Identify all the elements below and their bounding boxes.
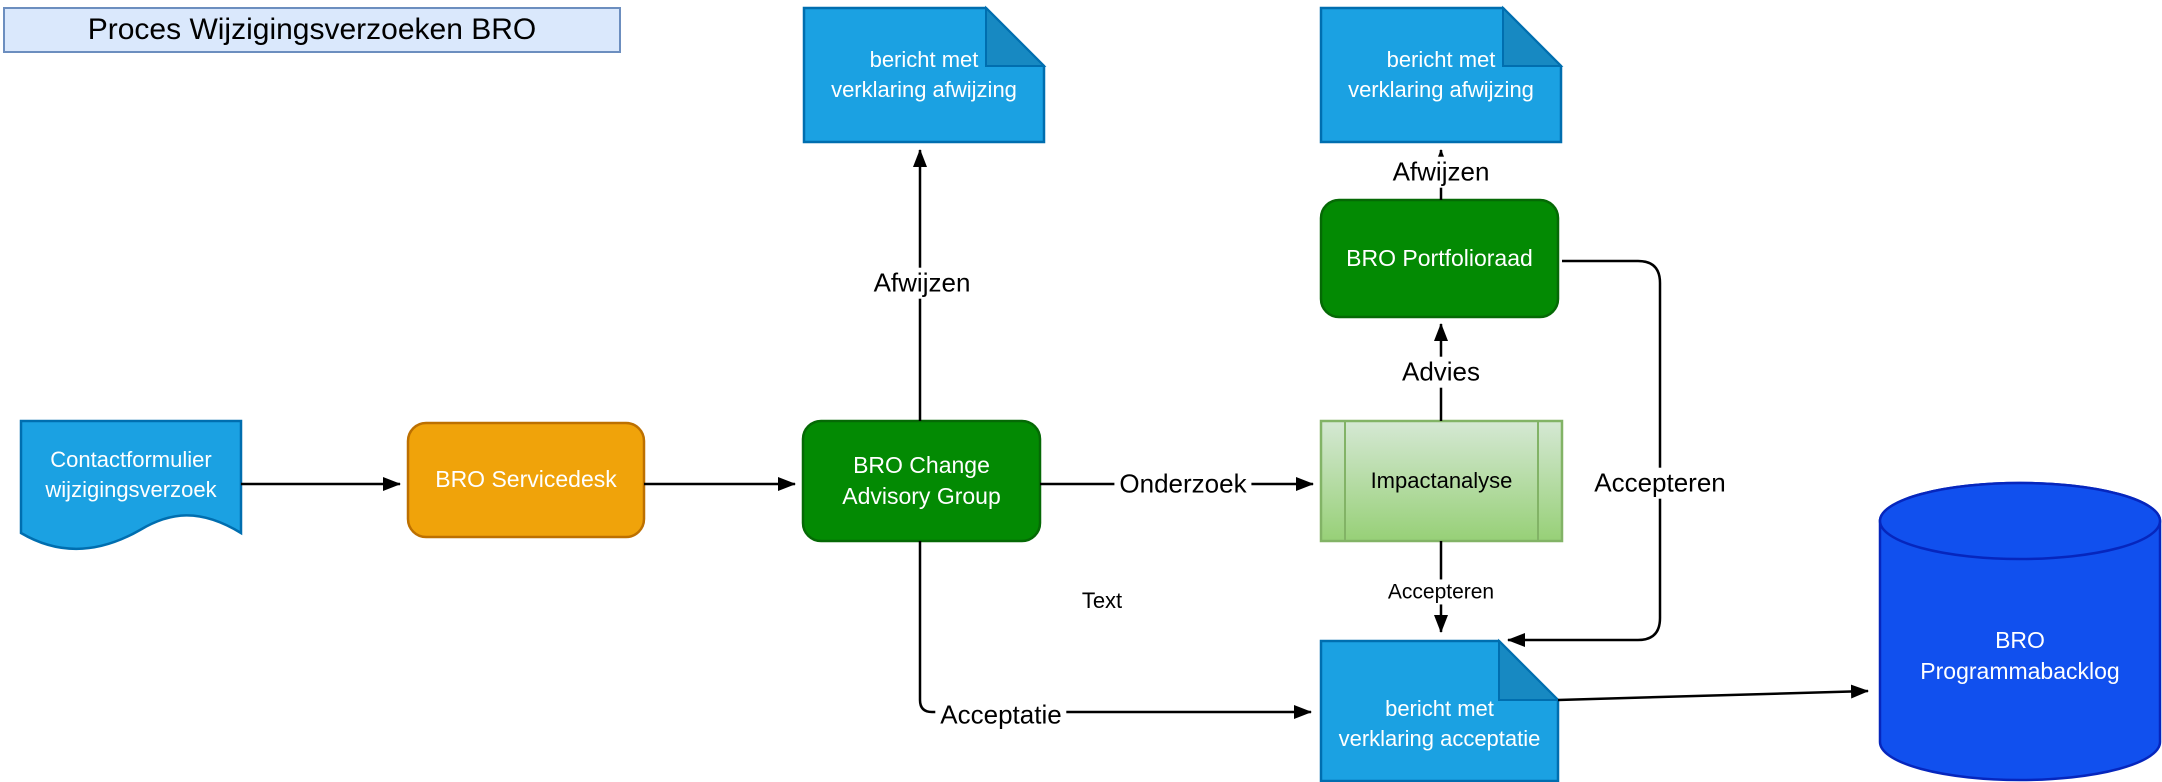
servicedesk-shape — [406, 421, 646, 539]
doc-afwijzing-portfolioraad-shape — [1319, 6, 1563, 144]
edge-cag-acceptatie-to-doc — [918, 541, 1312, 719]
change-advisory-group-shape — [801, 419, 1042, 543]
contact-document-shape — [19, 419, 243, 550]
edge-portfolioraad-accepteren-to-doc — [1507, 259, 1662, 647]
doc-afwijzing-cag-shape — [802, 6, 1046, 144]
programmabacklog-cylinder-top — [1878, 481, 2162, 561]
doc-acceptatie-fold — [1498, 638, 1561, 701]
edge-doc-to-programmabacklog — [1557, 684, 1869, 702]
impactanalyse-shape — [1319, 419, 1564, 543]
title-box — [3, 7, 621, 53]
impactanalyse-inset-lines — [1344, 421, 1539, 541]
doc-acceptatie-shape — [1319, 639, 1560, 782]
portfolioraad-shape — [1319, 198, 1560, 319]
doc-afwijzing-cag-fold — [985, 5, 1047, 67]
doc-afwijzing-portfolioraad-fold — [1502, 5, 1564, 67]
